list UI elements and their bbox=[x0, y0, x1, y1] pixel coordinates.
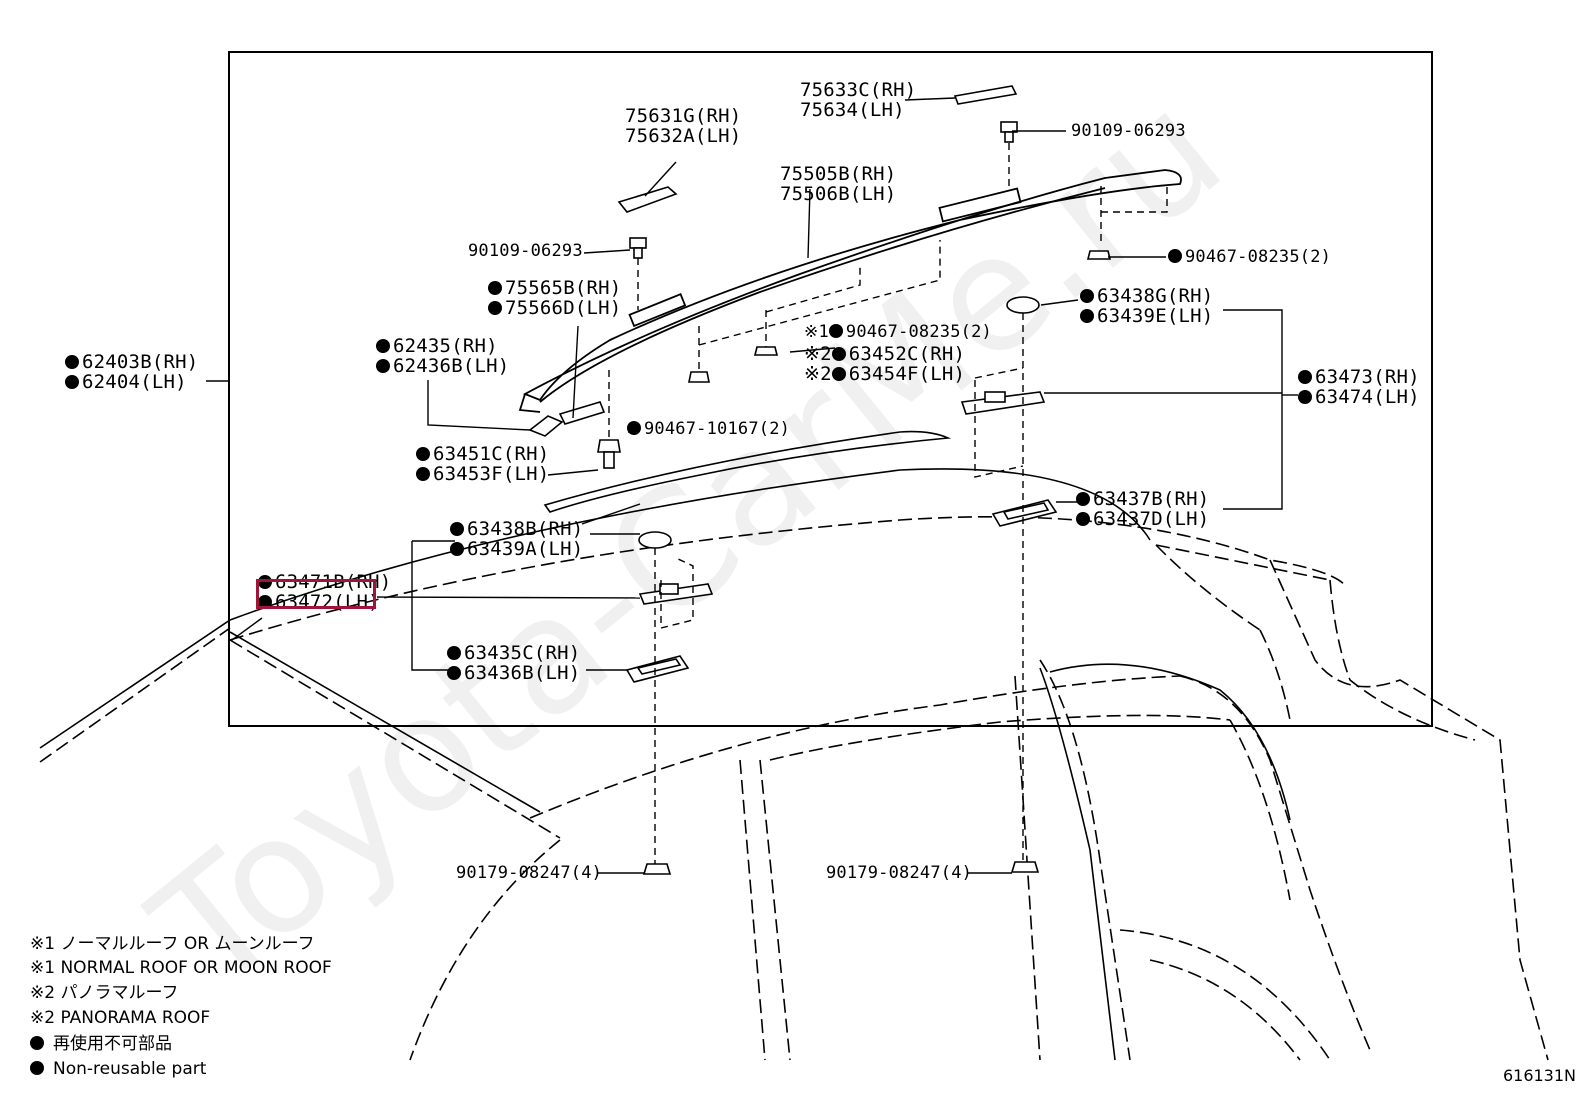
legend-item: ※1 NORMAL ROOF OR MOON ROOF bbox=[30, 958, 332, 978]
legend-item: 再使用不可部品 bbox=[30, 1034, 172, 1054]
seal-63437 bbox=[991, 499, 1058, 527]
bolt-90109-left bbox=[629, 237, 647, 259]
non-reusable-dot bbox=[1080, 309, 1094, 323]
label-75631: 75631G(RH)75632A(LH) bbox=[625, 105, 742, 147]
non-reusable-dot bbox=[828, 324, 843, 338]
legend-item: Non-reusable part bbox=[30, 1059, 206, 1079]
legend-item: ※2 パノラマルーフ bbox=[30, 983, 179, 1003]
diagram-id: 616131N bbox=[1502, 1066, 1576, 1085]
cover-75631 bbox=[617, 186, 678, 213]
cover-75633 bbox=[953, 85, 1018, 105]
cover-75565 bbox=[558, 401, 606, 425]
label-90179-left: 90179-08247(4) bbox=[456, 863, 603, 883]
label-63473: 63473(RH)63474(LH) bbox=[1298, 367, 1420, 407]
label-75633: 75633C(RH)75634(LH) bbox=[800, 79, 917, 121]
pad-63438G bbox=[1006, 296, 1040, 314]
non-reusable-dot bbox=[30, 1061, 44, 1075]
label-63451: 63451C(RH)63453F(LH) bbox=[416, 444, 549, 484]
non-reusable-dot bbox=[1076, 492, 1090, 506]
non-reusable-dot bbox=[65, 375, 79, 389]
clip-63451 bbox=[597, 439, 621, 469]
note-1-marker: ※1 bbox=[804, 322, 829, 342]
non-reusable-dot bbox=[258, 595, 272, 609]
label-75505: 75505B(RH)75506B(LH) bbox=[780, 163, 897, 205]
non-reusable-dot bbox=[447, 646, 461, 660]
non-reusable-dot bbox=[1076, 512, 1090, 526]
non-reusable-dot bbox=[376, 359, 390, 373]
label-90109-left: 90109-06293 bbox=[468, 241, 583, 261]
bolt-90109-top bbox=[1000, 121, 1018, 143]
non-reusable-dot bbox=[65, 355, 79, 369]
nut-90467-right bbox=[1086, 250, 1112, 260]
label-75565: 75565B(RH)75566D(LH) bbox=[488, 278, 621, 318]
non-reusable-dot bbox=[416, 447, 430, 461]
seal-63435 bbox=[625, 655, 690, 683]
nut-90467-mid bbox=[753, 346, 779, 356]
pad-63438B bbox=[638, 531, 672, 549]
label-63437: 63437B(RH)63437D(LH) bbox=[1076, 489, 1209, 529]
non-reusable-dot bbox=[488, 281, 502, 295]
leader-lines bbox=[206, 97, 1298, 874]
non-reusable-dot bbox=[831, 367, 846, 381]
label-90467-right: 90467-08235(2) bbox=[1168, 247, 1331, 267]
note-2-marker: ※2 bbox=[804, 363, 832, 385]
cover-62435 bbox=[528, 415, 564, 437]
diagram-frame bbox=[228, 51, 1433, 727]
note-2-marker: ※2 bbox=[804, 343, 832, 365]
non-reusable-dot bbox=[450, 542, 464, 556]
legend-item: ※1 ノーマルルーフ OR ムーンルーフ bbox=[30, 934, 315, 954]
assembly-dash-lines bbox=[608, 143, 1168, 864]
legend-item: ※2 PANORAMA ROOF bbox=[30, 1008, 211, 1028]
roof-rail-drawing bbox=[518, 169, 1182, 413]
nut-90179-left bbox=[642, 863, 672, 875]
non-reusable-dot bbox=[488, 301, 502, 315]
non-reusable-dot bbox=[447, 666, 461, 680]
non-reusable-dot bbox=[258, 575, 272, 589]
bracket-63471 bbox=[638, 583, 714, 605]
non-reusable-dot bbox=[831, 347, 846, 361]
molding-drawing bbox=[543, 430, 952, 513]
highlight-box bbox=[256, 579, 376, 609]
label-90467-10167: 90467-10167(2) bbox=[627, 419, 790, 439]
non-reusable-dot bbox=[627, 421, 641, 435]
label-63435: 63435C(RH)63436B(LH) bbox=[447, 643, 580, 683]
non-reusable-dot bbox=[1298, 390, 1312, 404]
label-62403: 62403B(RH)62404(LH) bbox=[65, 352, 198, 392]
non-reusable-dot bbox=[1168, 249, 1182, 263]
car-body-outline bbox=[39, 516, 1549, 1061]
car-body-solid bbox=[39, 468, 1291, 1061]
label-90109-top: 90109-06293 bbox=[1071, 121, 1186, 141]
label-90179-right: 90179-08247(4) bbox=[826, 863, 973, 883]
non-reusable-dot bbox=[416, 467, 430, 481]
non-reusable-dot bbox=[376, 339, 390, 353]
label-63438G: 63438G(RH)63439E(LH) bbox=[1080, 286, 1213, 326]
nut-90179-right bbox=[1010, 861, 1040, 873]
non-reusable-dot bbox=[1298, 370, 1312, 384]
label-63438B: 63438B(RH)63439A(LH) bbox=[450, 519, 583, 559]
non-reusable-dot bbox=[450, 522, 464, 536]
nut-90467-10167 bbox=[688, 371, 710, 383]
non-reusable-dot bbox=[1080, 289, 1094, 303]
label-62435: 62435(RH)62436B(LH) bbox=[376, 336, 509, 376]
fasteners bbox=[597, 121, 1112, 875]
non-reusable-dot bbox=[30, 1036, 44, 1050]
